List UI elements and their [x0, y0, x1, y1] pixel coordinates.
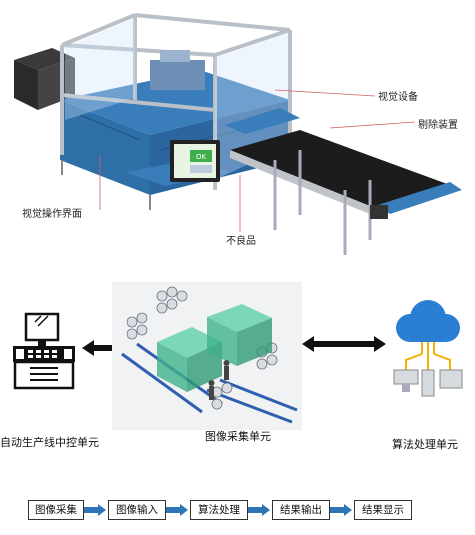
image-acquisition-unit-label: 图像采集单元 — [205, 430, 271, 443]
operator-screen: OK — [170, 140, 220, 182]
callout-vision-device: 视觉设备 — [378, 92, 418, 103]
flow-step-result-display: 结果显示 — [354, 500, 412, 520]
flow-step-algorithm-processing: 算法处理 — [190, 500, 248, 520]
flow-arrow-1 — [84, 504, 106, 516]
vision-enclosures — [157, 304, 272, 392]
computer-icons — [393, 369, 463, 397]
feeder-box — [14, 48, 75, 110]
flow-step-image-capture: 图像采集 — [28, 500, 84, 520]
callout-defective: 不良品 — [226, 236, 256, 247]
algorithm-processing-unit-icon — [393, 300, 463, 397]
central-control-unit-icon — [13, 312, 75, 390]
cloud-icon — [396, 300, 460, 342]
machine-illustration: OK — [0, 0, 475, 265]
reject-device — [225, 108, 300, 134]
flow-arrow-2 — [166, 504, 188, 516]
image-acquisition-unit-illustration — [112, 282, 302, 430]
screen-ok-badge: OK — [196, 153, 207, 161]
callout-reject-device: 剔除装置 — [418, 120, 458, 131]
central-control-unit-label: 自动生产线中控单元 — [0, 436, 99, 449]
inner-equipment — [150, 60, 205, 90]
flow-step-image-input: 图像输入 — [108, 500, 166, 520]
flow-arrow-4 — [330, 504, 352, 516]
flow-step-result-output: 结果输出 — [272, 500, 330, 520]
callout-vision-ui: 视觉操作界面 — [22, 209, 82, 220]
conveyor — [230, 130, 462, 255]
bidirectional-arrow-right — [302, 336, 386, 352]
algorithm-processing-unit-label: 算法处理单元 — [392, 438, 458, 451]
flow-arrow-3 — [248, 504, 270, 516]
